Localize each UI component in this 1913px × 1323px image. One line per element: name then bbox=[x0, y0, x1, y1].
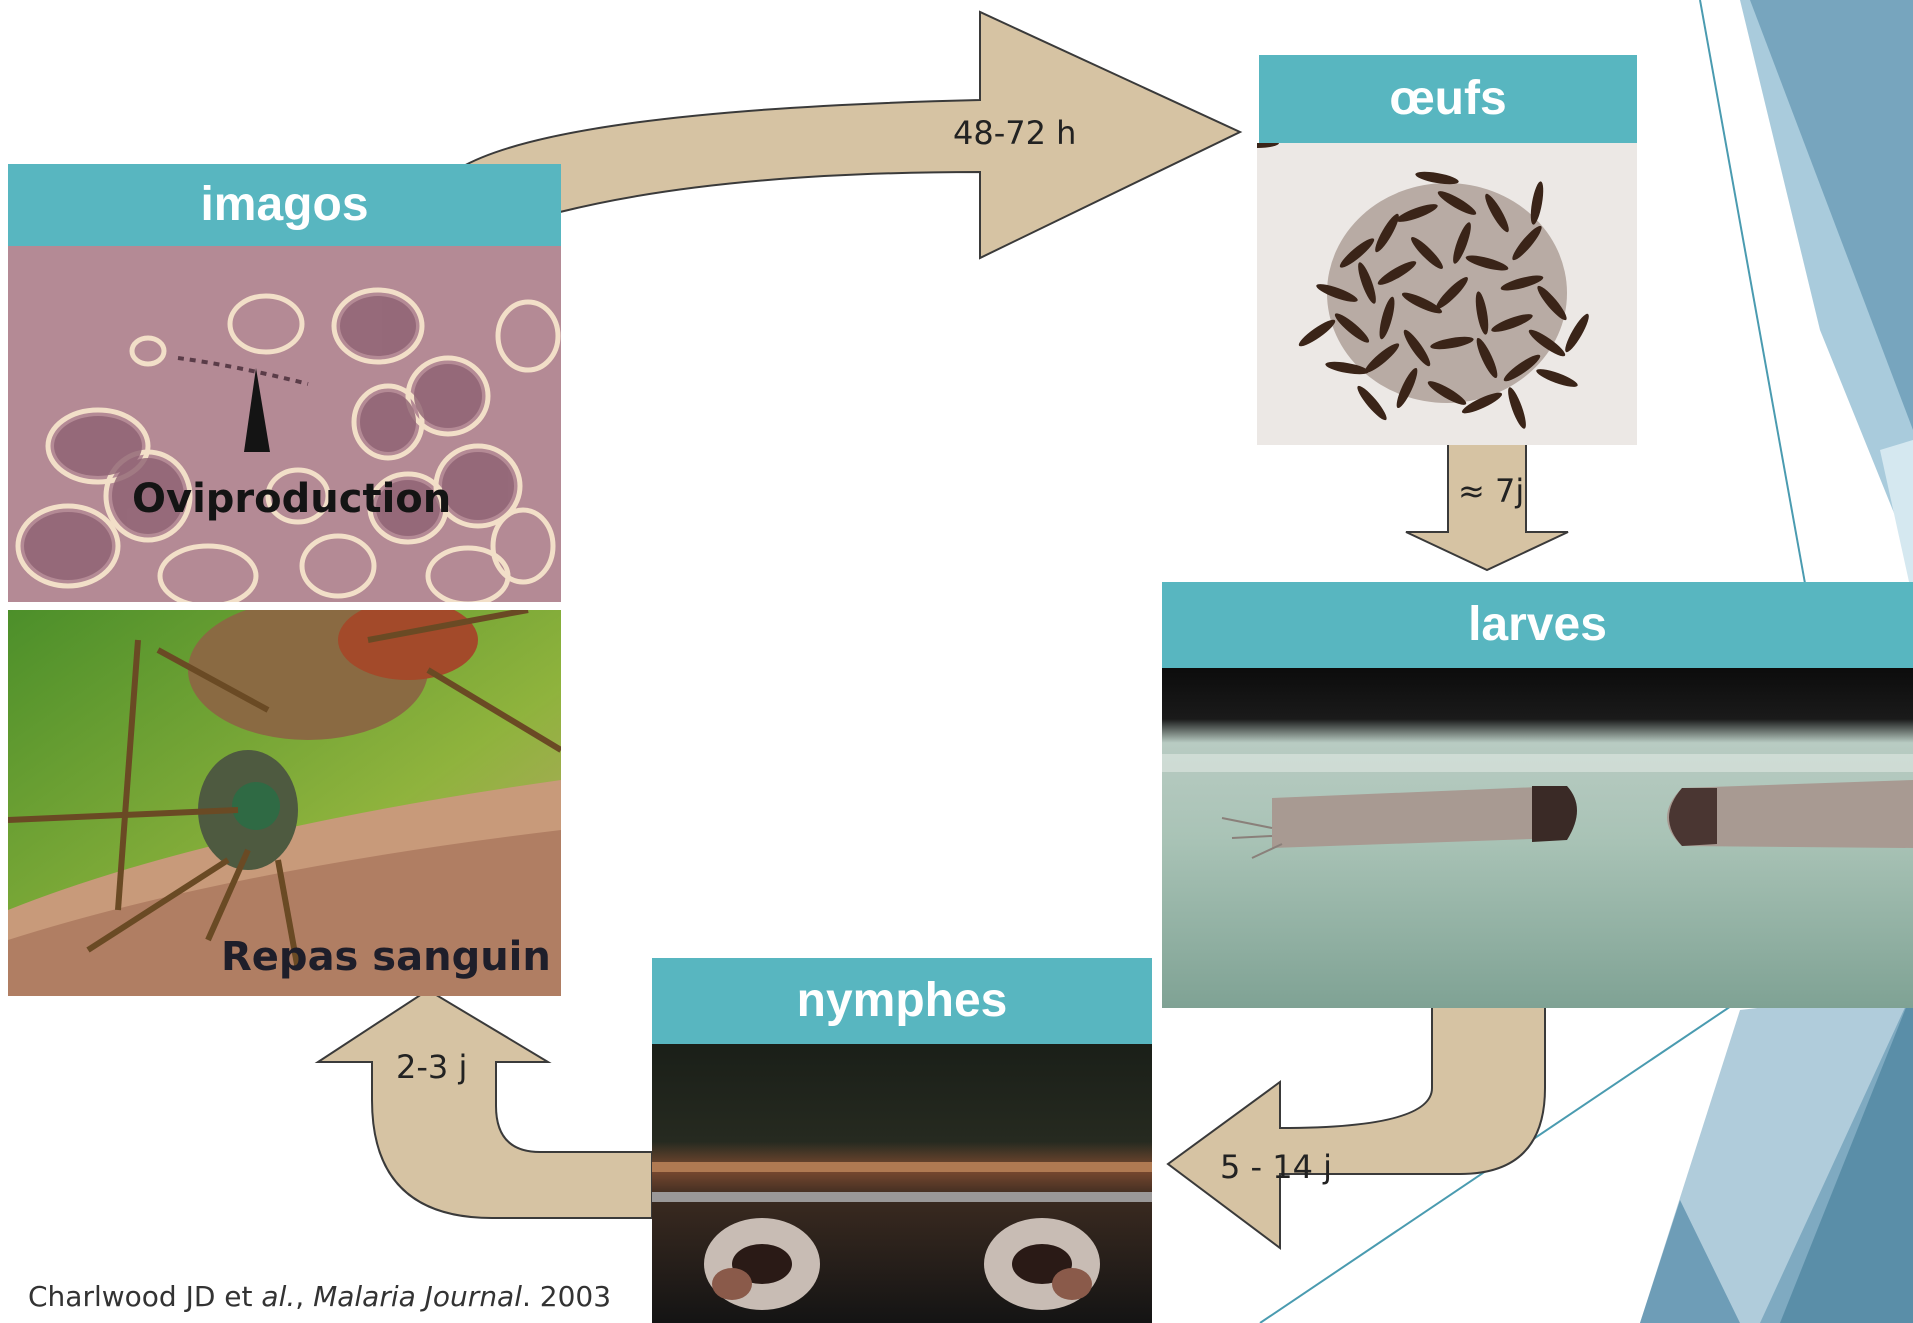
pupae-photo bbox=[652, 1044, 1152, 1323]
label-oviproduction: Oviproduction bbox=[132, 476, 451, 522]
arrow-larves-to-nymphes bbox=[1168, 1006, 1545, 1248]
stage-header-nymphes: nymphes bbox=[652, 958, 1152, 1044]
duration-oeufs-to-larves: ≈ 7j bbox=[1458, 472, 1524, 510]
citation-separator: , bbox=[295, 1280, 313, 1313]
stage-header-oeufs: œufs bbox=[1259, 55, 1637, 143]
label-repas-sanguin: Repas sanguin bbox=[221, 934, 551, 980]
stage-header-imagos: imagos bbox=[8, 164, 561, 246]
duration-imagos-to-oeufs: 48-72 h bbox=[953, 114, 1076, 152]
larvae-photo bbox=[1162, 668, 1913, 1008]
eggs-photo bbox=[1257, 143, 1637, 445]
duration-nymphes-to-imagos: 2-3 j bbox=[396, 1048, 467, 1086]
citation-etal: al. bbox=[261, 1280, 295, 1313]
citation-journal: Malaria Journal bbox=[313, 1280, 522, 1313]
citation-year: . 2003 bbox=[522, 1280, 611, 1313]
duration-larves-to-nymphes: 5 - 14 j bbox=[1220, 1148, 1332, 1186]
oviproduction-micrograph bbox=[8, 246, 561, 602]
citation-authors: Charlwood JD et bbox=[28, 1280, 261, 1313]
citation: Charlwood JD et al., Malaria Journal. 20… bbox=[28, 1280, 611, 1313]
arrow-imagos-to-oeufs bbox=[460, 12, 1240, 258]
arrow-nymphes-to-imagos bbox=[318, 990, 652, 1218]
stage-header-larves: larves bbox=[1162, 582, 1913, 668]
